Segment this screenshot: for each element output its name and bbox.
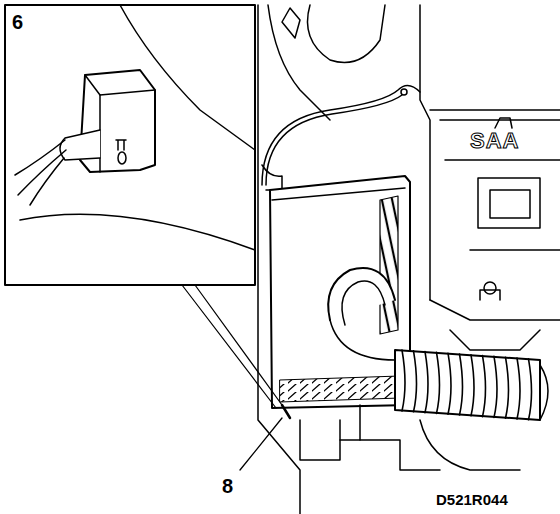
figure-code: D521R044	[436, 492, 508, 507]
hose-rib	[448, 353, 451, 414]
hose-rib	[529, 359, 532, 420]
hose-rib	[517, 358, 520, 419]
hose-rib	[402, 350, 405, 411]
hose-rib	[494, 356, 497, 417]
logo-text: SAA	[470, 130, 519, 152]
hose-rib	[471, 355, 474, 416]
hose-rib	[460, 354, 463, 415]
hose-rib	[414, 351, 417, 412]
hose-rib	[483, 356, 486, 417]
hose-rib	[425, 352, 428, 413]
inset-number: 6	[12, 12, 23, 32]
callout-number: 8	[222, 476, 233, 496]
hose-rib	[437, 352, 440, 413]
hose-rib	[506, 357, 509, 418]
